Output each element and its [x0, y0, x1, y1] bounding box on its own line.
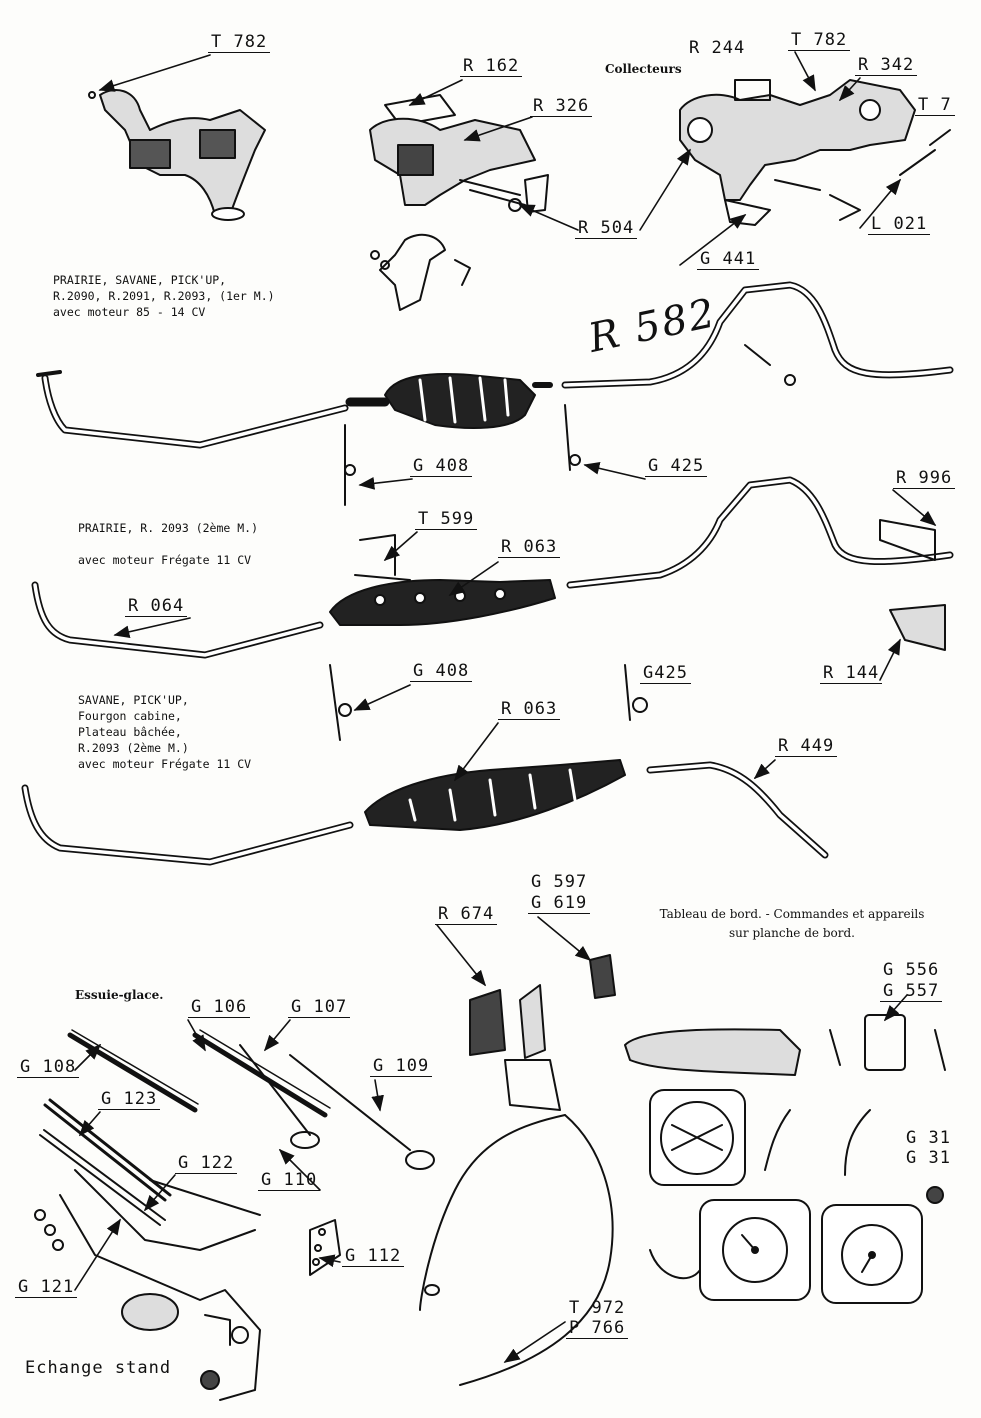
part-label-g425-b: G425	[640, 663, 691, 684]
part-label-t782: T 782	[208, 32, 271, 53]
part-label-g557: G 557	[880, 981, 943, 1002]
part-label-g108: G 108	[17, 1057, 80, 1078]
caption-prairie-2093: PRAIRIE, R. 2093 (2ème M.) avec moteur F…	[78, 521, 259, 567]
caption-savane-pickup: SAVANE, PICK'UP, Fourgon cabine, Plateau…	[78, 693, 252, 771]
part-label-g556: G 556	[883, 960, 940, 980]
ignition-and-cable-drawing	[419, 954, 616, 1386]
part-label-r342: R 342	[855, 55, 918, 76]
part-label-r996: R 996	[893, 468, 956, 489]
echange-stand-label: Echange stand	[25, 1358, 172, 1378]
part-label-g441: G 441	[697, 249, 760, 270]
part-label-g408-b: G 408	[410, 661, 473, 682]
part-label-g122: G 122	[175, 1153, 238, 1174]
part-label-g107: G 107	[288, 997, 351, 1018]
exhaust-pipe-bracket-drawing	[370, 233, 471, 311]
exhaust-line-3-drawing	[21, 759, 829, 866]
part-label-g619: G 619	[528, 893, 591, 914]
part-label-r063-b: R 063	[498, 699, 561, 720]
part-label-t782-b: T 782	[788, 30, 851, 51]
essuie-glace-heading: Essuie-glace.	[75, 988, 164, 1002]
part-label-g31-b: G 31	[906, 1148, 951, 1168]
part-label-g597: G 597	[531, 872, 588, 892]
part-label-r244: R 244	[689, 38, 746, 58]
part-label-t599: T 599	[415, 509, 478, 530]
part-label-g109: G 109	[370, 1056, 433, 1077]
part-label-r144: R 144	[820, 663, 883, 684]
tableau-line-2: sur planche de bord.	[729, 926, 855, 940]
wiper-parts-drawing	[34, 1029, 435, 1401]
exhaust-line-1-drawing	[36, 281, 954, 506]
part-label-g31: G 31	[906, 1128, 951, 1148]
part-label-t972: T 972	[569, 1298, 626, 1318]
leader-arrows	[74, 51, 937, 1363]
part-label-l021: L 021	[868, 214, 931, 235]
part-label-r063: R 063	[498, 537, 561, 558]
part-label-r162: R 162	[460, 56, 523, 77]
collecteurs-heading: Collecteurs	[605, 62, 682, 76]
part-label-g121: G 121	[15, 1277, 78, 1298]
part-label-g112: G 112	[342, 1246, 405, 1267]
part-label-r449: R 449	[775, 736, 838, 757]
part-label-g110: G 110	[258, 1170, 321, 1191]
caption-prairie-85cv: PRAIRIE, SAVANE, PICK'UP, R.2090, R.2091…	[53, 273, 275, 319]
part-label-t7: T 7	[915, 95, 955, 116]
part-label-g106: G 106	[188, 997, 251, 1018]
dashboard-gauges-drawing	[624, 1014, 946, 1304]
manifold-r162-drawing	[369, 94, 549, 213]
part-label-g408: G 408	[410, 456, 473, 477]
manifold-fregate-drawing	[679, 79, 951, 226]
manifold-85cv-drawing	[88, 89, 266, 221]
part-label-r326: R 326	[530, 96, 593, 117]
part-label-r674: R 674	[435, 904, 498, 925]
part-label-p766: P 766	[566, 1318, 629, 1339]
part-label-g123: G 123	[98, 1089, 161, 1110]
tableau-de-bord-heading: Tableau de bord. - Commandes et appareil…	[632, 905, 952, 943]
exhaust-line-2-drawing	[31, 476, 954, 741]
tableau-line-1: Tableau de bord. - Commandes et appareil…	[659, 907, 925, 921]
part-label-r504: R 504	[575, 218, 638, 239]
part-label-r064: R 064	[125, 596, 188, 617]
part-label-g425: G 425	[645, 456, 708, 477]
